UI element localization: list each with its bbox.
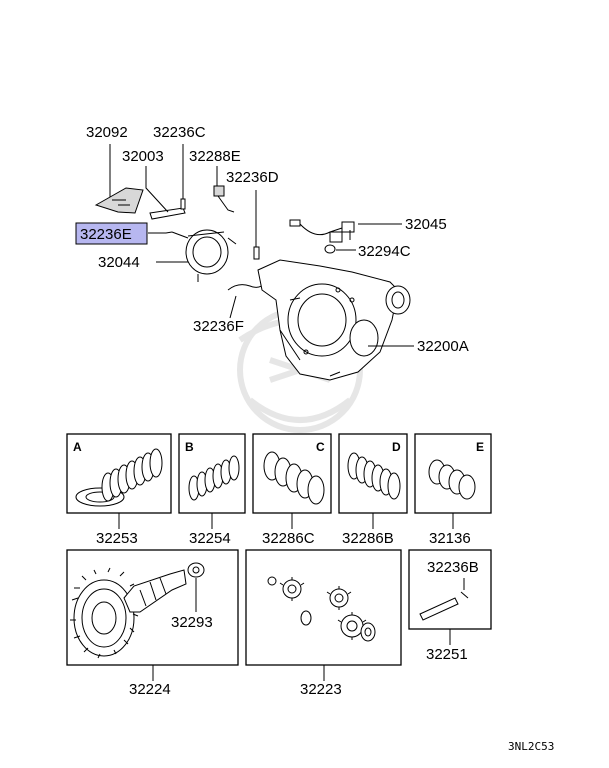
part-32223-gear-set	[267, 576, 376, 642]
label-32236F[interactable]: 32236F	[193, 318, 244, 335]
shim-set-a	[75, 448, 163, 507]
box-c[interactable]: C 32286C	[252, 433, 332, 547]
shim-set-d	[347, 452, 401, 500]
label-32136[interactable]: 32136	[429, 530, 471, 547]
box-b-letter: B	[185, 440, 194, 454]
label-32236C[interactable]: 32236C	[153, 124, 206, 141]
spacer-set-b	[188, 455, 240, 501]
diagram-reference-code: 3NL2C53	[508, 740, 554, 753]
box-d[interactable]: D 32286B	[338, 433, 408, 547]
part-32045-harness[interactable]	[289, 219, 355, 243]
box-b[interactable]: B 32254	[178, 433, 246, 547]
label-32200A[interactable]: 32200A	[417, 338, 469, 355]
box-e[interactable]: E 32136	[414, 433, 492, 547]
highlight-32236E	[75, 222, 148, 245]
box-d-letter: D	[392, 440, 401, 454]
shim-set-e	[428, 459, 476, 500]
box-c-letter: C	[316, 440, 325, 454]
label-32253[interactable]: 32253	[96, 530, 138, 547]
label-32286B[interactable]: 32286B	[342, 530, 394, 547]
shim-row: A 32253 B	[66, 433, 492, 547]
part-32236C-pin[interactable]	[180, 198, 186, 210]
shim-set-c	[263, 451, 325, 505]
box-e-letter: E	[476, 440, 484, 454]
box-32223[interactable]	[245, 549, 402, 666]
label-32045[interactable]: 32045	[405, 216, 447, 233]
label-32294C[interactable]: 32294C	[358, 243, 411, 260]
label-32236E[interactable]: 32236E	[80, 226, 132, 243]
part-32092-bracket[interactable]	[94, 187, 144, 214]
label-32236D[interactable]: 32236D	[226, 169, 279, 186]
box-32251[interactable]: 32236B	[408, 549, 492, 645]
gear-row: 32293 32224 32223	[66, 549, 492, 698]
label-32236B[interactable]: 32236B	[427, 559, 479, 576]
label-32286C[interactable]: 32286C	[262, 530, 315, 547]
label-32224[interactable]: 32224	[129, 681, 171, 698]
label-32293[interactable]: 32293	[171, 614, 213, 631]
label-32003[interactable]: 32003	[122, 148, 164, 165]
part-32224-ring-pinion	[70, 562, 205, 659]
box-a[interactable]: A 32253	[66, 433, 172, 547]
top-assembly: 32092 32236C 32003 32288E 32236D 32045 3…	[75, 124, 469, 381]
part-32236D-stud[interactable]	[253, 246, 260, 260]
label-32251[interactable]: 32251	[426, 646, 468, 663]
part-32044-sensor[interactable]	[171, 229, 237, 282]
part-32200A-housing[interactable]	[257, 259, 411, 381]
label-32044[interactable]: 32044	[98, 254, 140, 271]
part-32003-plate[interactable]	[149, 207, 186, 220]
part-32294C-ring[interactable]	[324, 244, 336, 254]
label-32092[interactable]: 32092	[86, 124, 128, 141]
label-32254[interactable]: 32254	[189, 530, 231, 547]
box-a-letter: A	[73, 440, 82, 454]
part-32288E-bolt[interactable]	[213, 185, 235, 213]
label-32288E[interactable]: 32288E	[189, 148, 241, 165]
box-32224[interactable]: 32293	[66, 549, 239, 666]
label-32223[interactable]: 32223	[300, 681, 342, 698]
